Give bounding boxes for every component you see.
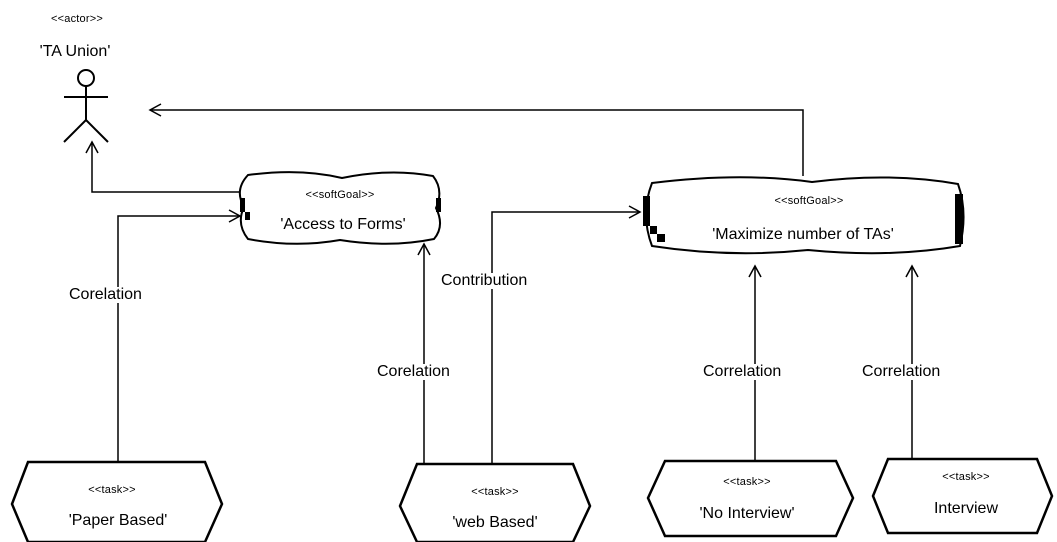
- actor-leg-left: [63, 119, 87, 143]
- edge-label-contribution: Contribution: [440, 272, 529, 289]
- edge-label-web-based: Corelation: [376, 363, 451, 380]
- softgoal-corner-mark: [436, 198, 441, 212]
- task-stereotype: <<task>>: [471, 486, 519, 498]
- softgoal-access-to-forms[interactable]: [238, 171, 441, 245]
- actor-figure[interactable]: [63, 69, 109, 143]
- softgoal-corner-mark: [955, 194, 963, 244]
- edge-access-to-actor[interactable]: [85, 140, 240, 193]
- actor-leg-right: [85, 119, 109, 143]
- task-name-web-based: 'web Based': [452, 514, 538, 531]
- edge-paper-based[interactable]: [117, 209, 242, 462]
- edge-label-paper-based: Corelation: [68, 286, 143, 303]
- actor-name: 'TA Union': [39, 43, 111, 60]
- task-name-paper-based: 'Paper Based': [68, 512, 168, 529]
- task-name-no-interview: 'No Interview': [699, 505, 795, 522]
- softgoal-corner-mark: [240, 198, 245, 212]
- task-shape-interview[interactable]: [871, 457, 1054, 535]
- softgoal-stereotype: <<softGoal>>: [305, 189, 375, 201]
- softgoal-shape: [238, 171, 441, 245]
- softgoal-stereotype: <<softGoal>>: [774, 195, 844, 207]
- softgoal-maximize-tas[interactable]: [643, 176, 965, 255]
- edge-maximize-to-actor[interactable]: [148, 103, 804, 176]
- softgoal-name: 'Access to Forms': [280, 216, 406, 233]
- task-shape-web-based[interactable]: [398, 462, 592, 542]
- actor-stereotype: <<actor>>: [51, 13, 103, 25]
- edge-web-based-contribution[interactable]: [491, 205, 642, 464]
- edge-label-interview: Correlation: [861, 363, 942, 380]
- softgoal-corner-mark: [650, 226, 657, 234]
- task-stereotype: <<task>>: [723, 476, 771, 488]
- softgoal-corner-mark: [245, 212, 250, 220]
- softgoal-corner-mark: [643, 196, 650, 226]
- actor-head: [77, 69, 95, 87]
- softgoal-shape: [645, 176, 965, 255]
- softgoal-name: 'Maximize number of TAs': [712, 226, 894, 243]
- task-stereotype: <<task>>: [942, 471, 990, 483]
- task-shape-paper-based[interactable]: [10, 460, 224, 542]
- softgoal-corner-mark: [657, 234, 665, 242]
- task-name-interview: Interview: [933, 500, 999, 517]
- edge-label-no-interview: Correlation: [702, 363, 783, 380]
- task-stereotype: <<task>>: [88, 484, 136, 496]
- task-shape-no-interview[interactable]: [646, 459, 855, 538]
